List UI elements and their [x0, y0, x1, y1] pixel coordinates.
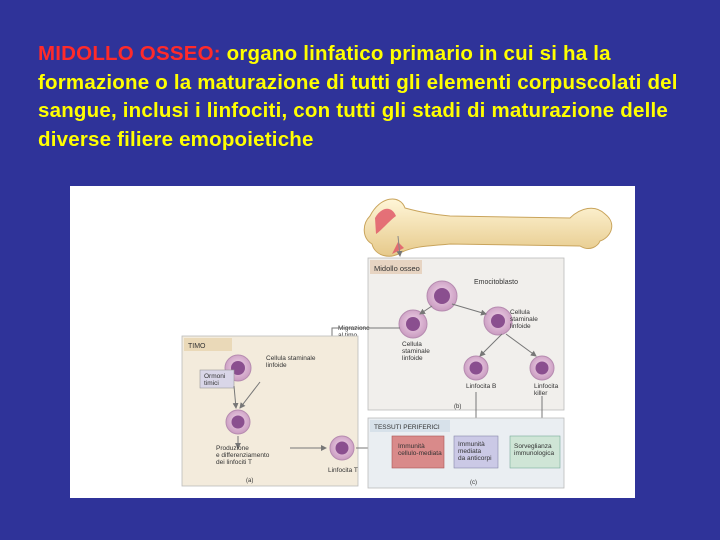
ormoni-l2: timici	[204, 380, 219, 387]
linfocita-t-cell	[329, 435, 355, 461]
immunita-cellulo-box	[391, 435, 445, 469]
slide-definition-text: MIDOLLO OSSEO: organo linfatico primario…	[38, 40, 698, 154]
midollo-osseo-tag	[370, 260, 422, 274]
linfocita-t-producing-cell	[225, 409, 251, 435]
linfocita-nk-l2: killer	[534, 390, 548, 397]
definition-body: organo linfatico primario in cui si ha l…	[38, 42, 678, 151]
tessuti-tag	[370, 420, 450, 432]
imm-cellulo-l1: Immunità	[398, 443, 425, 450]
bone-illustration	[363, 198, 613, 257]
linfocita-nk-l1: Linfocita	[534, 383, 559, 390]
midollo-osseo-label: Midollo osseo	[374, 264, 420, 273]
produzione-l3: dei linfociti T	[216, 459, 252, 466]
sorv-l2: immunologica	[514, 450, 554, 457]
timo-tag	[184, 338, 232, 351]
sorveglianza-box	[509, 435, 561, 469]
linfocita-nk-cell	[529, 355, 555, 381]
migrazione-l2: al timo	[338, 332, 358, 339]
ormoni-l1: Ormoni	[204, 373, 225, 380]
linfocita-t-label: Linfocita T	[328, 467, 358, 474]
label-a: (a)	[246, 478, 253, 484]
imm-cellulo-l2: cellulo-mediata	[398, 450, 442, 457]
imm-antic-l3: da anticorpi	[458, 455, 492, 462]
produzione-l2: e differenziamento	[216, 452, 270, 459]
cellula-center-l1: Cellula	[402, 341, 422, 348]
label-b: (b)	[454, 404, 461, 410]
sorv-l1: Sorveglianza	[514, 443, 552, 450]
linfocita-b-cell	[463, 355, 489, 381]
timo-label: TIMO	[188, 343, 206, 350]
lymphoid-stem-cell-center	[398, 309, 428, 339]
cellula-center-l3: linfoide	[402, 355, 423, 362]
linfocita-b-label: Linfocita B	[466, 383, 496, 390]
cellula-center-l2: staminale	[402, 348, 430, 355]
cellula-right-l1: Cellula	[510, 309, 530, 316]
emocitoblasto-label: Emocitoblasto	[474, 279, 518, 286]
imm-antic-l2: mediata	[458, 448, 482, 455]
midollo-osseo-panel	[367, 257, 565, 411]
term-colon: :	[213, 42, 221, 65]
bone-marrow-figure: Midollo osseo Emocitoblasto	[70, 186, 635, 498]
emocitoblasto-cell	[426, 280, 458, 312]
cellula-right-l3: linfoide	[510, 323, 531, 330]
cellula-right-l2: staminale	[510, 316, 538, 323]
timo-panel	[181, 335, 359, 487]
ormoni-timici-box	[199, 369, 235, 389]
produzione-l1: Produzione	[216, 445, 249, 452]
timo-cellula-l1: Cellula staminale	[266, 355, 316, 362]
label-c: (c)	[470, 480, 477, 486]
imm-antic-l1: Immunità	[458, 441, 485, 448]
term-midollo-osseo: MIDOLLO OSSEO	[38, 42, 214, 65]
tessuti-label: TESSUTI PERIFERICI	[374, 424, 440, 431]
timo-cellula-l2: linfoide	[266, 362, 287, 369]
immunita-anticorpo-box	[453, 435, 499, 469]
lymphoid-stem-cell-right	[483, 306, 513, 336]
